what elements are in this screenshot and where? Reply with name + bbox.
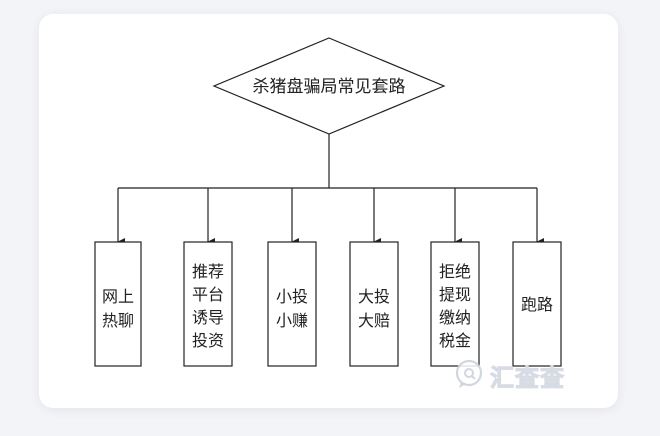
child-label-line: 缴纳	[439, 308, 471, 327]
child-box	[512, 241, 562, 367]
child-box	[183, 241, 233, 367]
child-label-line: 大投	[358, 287, 390, 306]
root-label: 杀猪盘骗局常见套路	[253, 77, 406, 97]
child-node-6: 跑路	[512, 241, 562, 367]
child-label-line: 诱导	[192, 308, 224, 327]
child-label-line: 平台	[192, 285, 224, 304]
child-label-line: 投资	[192, 331, 224, 350]
child-label-line: 大赔	[358, 311, 390, 330]
child-node-5: 拒绝 提现 缴纳 税金	[430, 241, 480, 367]
connectors	[117, 134, 544, 246]
child-label-line: 拒绝	[439, 262, 471, 281]
child-label-line: 提现	[439, 285, 471, 304]
child-node-3: 小投 小赚	[267, 241, 317, 367]
child-box	[430, 241, 480, 367]
root-node: 杀猪盘骗局常见套路	[212, 37, 446, 135]
watermark: 汇查查	[450, 356, 590, 393]
child-box	[94, 241, 142, 367]
child-node-4: 大投 大赔	[349, 241, 399, 367]
chat-bubble-icon	[455, 359, 483, 388]
child-node-1: 网上 热聊	[94, 241, 142, 367]
child-box	[267, 241, 317, 367]
child-label-line: 网上	[102, 287, 134, 306]
child-label-line: 热聊	[102, 311, 134, 330]
child-box	[349, 241, 399, 367]
child-label-line: 小赚	[276, 311, 308, 330]
child-label-line: 跑路	[521, 295, 553, 314]
child-node-2: 推荐 平台 诱导 投资	[183, 241, 233, 367]
child-label-line: 推荐	[192, 262, 224, 281]
child-label-line: 税金	[439, 331, 471, 350]
child-label-line: 小投	[276, 287, 308, 306]
watermark-text: 汇查查	[490, 364, 565, 393]
